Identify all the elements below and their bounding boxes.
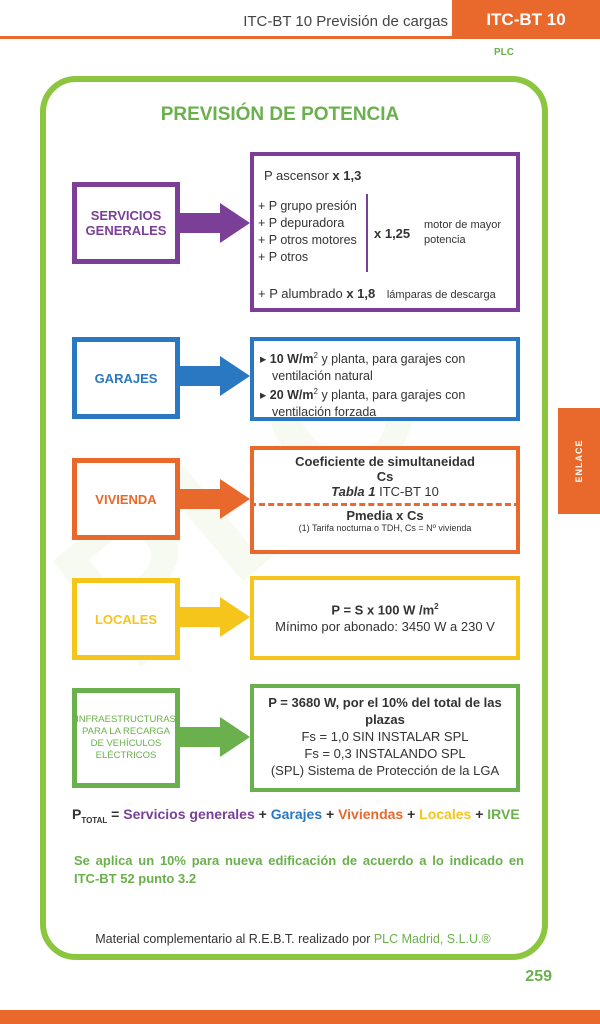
irve-l1b: plazas: [365, 712, 405, 727]
irve-detail-box: P = 3680 W, por el 10% del total de las …: [250, 684, 520, 792]
vivienda-label: VIVIENDA: [95, 491, 157, 507]
vivienda-detail-box: Coeficiente de simultaneidad Cs Tabla 1 …: [250, 446, 520, 554]
garajes-item-2: ▸ 20 W/m2 y planta, para garajes con ven…: [260, 387, 466, 420]
side-tab-enlace[interactable]: ENLACE: [558, 408, 600, 514]
garajes-label: GARAJES: [94, 370, 158, 386]
locales-arrow-icon: [180, 597, 250, 637]
header-title: ITC-BT 10 Previsión de cargas: [243, 13, 448, 30]
garajes-arrow-icon: [180, 356, 250, 396]
locales-l2: Mínimo por abonado: 3450 W a 230 V: [275, 619, 495, 635]
locales-detail-box: P = S x 100 W /m2 Mínimo por abonado: 34…: [250, 576, 520, 660]
footer-text: Material complementario al R.E.B.T. real…: [95, 932, 491, 946]
locales-l1: P = S x 100 W /m2: [331, 602, 439, 618]
servicios-label-box: SERVICIOS GENERALES: [72, 182, 180, 264]
header-rule: [0, 36, 452, 39]
page-heading: PREVISIÓN DE POTENCIA: [160, 104, 400, 125]
vivienda-label-box: VIVIENDA: [72, 458, 180, 540]
vivienda-l3: Tabla 1 ITC-BT 10: [331, 484, 439, 499]
servicios-items: + P grupo presión + P depuradora + P otr…: [258, 199, 357, 264]
vivienda-l5: (1) Tarifa nocturna o TDH, Cs = Nº vivie…: [298, 523, 472, 533]
servicios-arrow-icon: [180, 203, 250, 243]
irve-l3: Fs = 0,3 INSTALANDO SPL: [304, 746, 466, 761]
locales-label: LOCALES: [94, 611, 158, 627]
servicios-detail-box: P ascensor x 1,3 + P grupo presión + P d…: [250, 152, 520, 312]
header-tab: ITC-BT 10: [452, 0, 600, 39]
irve-l2: Fs = 1,0 SIN INSTALAR SPL: [301, 729, 469, 744]
servicios-note2: motor de mayor potencia: [424, 219, 502, 246]
note-text: Se aplica un 10% para nueva edificación …: [74, 853, 524, 886]
side-tab-label: ENLACE: [574, 439, 584, 483]
vivienda-l4: Pmedia x Cs: [346, 508, 424, 523]
vivienda-divider: [250, 503, 520, 506]
vivienda-arrow-icon: [180, 479, 250, 519]
irve-label-box: INFRAESTRUCTURAS PARA LA RECARGA DE VEHÍ…: [72, 688, 180, 788]
servicios-label: SERVICIOS GENERALES: [85, 208, 167, 238]
total-formula: PTOTAL = Servicios generales + Garajes +…: [72, 806, 520, 825]
content-frame: [40, 76, 548, 960]
servicios-bracket: [366, 194, 368, 272]
garajes-label-box: GARAJES: [72, 337, 180, 419]
garajes-detail-box: ▸ 10 W/m2 y planta, para garajes con ven…: [250, 337, 520, 421]
garajes-item-1: ▸ 10 W/m2 y planta, para garajes con ven…: [260, 351, 466, 384]
locales-label-box: LOCALES: [72, 578, 180, 660]
irve-arrow-icon: [180, 717, 250, 757]
irve-l1: P = 3680 W, por el 10% del total de las: [268, 695, 502, 710]
irve-l4: (SPL) Sistema de Protección de la LGA: [270, 763, 500, 778]
footer-bar: [0, 1010, 600, 1024]
plc-logo: PLC: [494, 47, 514, 58]
vivienda-l2: Cs: [376, 469, 394, 484]
servicios-mult2: x 1,25: [374, 226, 411, 241]
servicios-line-last: + P alumbrado x 1,8 lámparas de descarga: [258, 286, 496, 301]
servicios-line1: P ascensor x 1,3: [264, 168, 362, 183]
vivienda-l1: Coeficiente de simultaneidad: [295, 454, 475, 469]
irve-label: INFRAESTRUCTURAS PARA LA RECARGA DE VEHÍ…: [76, 714, 176, 761]
page-number: 259: [525, 968, 552, 985]
